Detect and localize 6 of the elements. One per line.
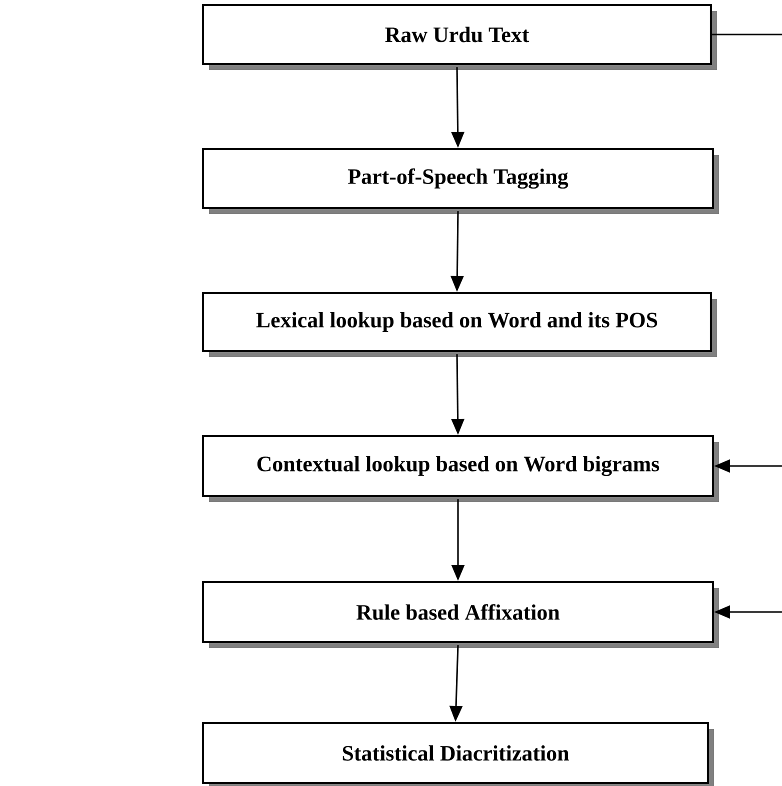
process-box: Contextual lookup based on Word bigrams	[202, 434, 719, 502]
process-box: Part-of-Speech Tagging	[202, 148, 719, 214]
process-box: Statistical Diacritization	[202, 722, 714, 786]
process-box: Raw Urdu Text	[202, 4, 717, 70]
process-box: Lexical lookup based on Word and its POS	[202, 292, 717, 357]
process-box: Rule based Affixation	[202, 580, 719, 648]
